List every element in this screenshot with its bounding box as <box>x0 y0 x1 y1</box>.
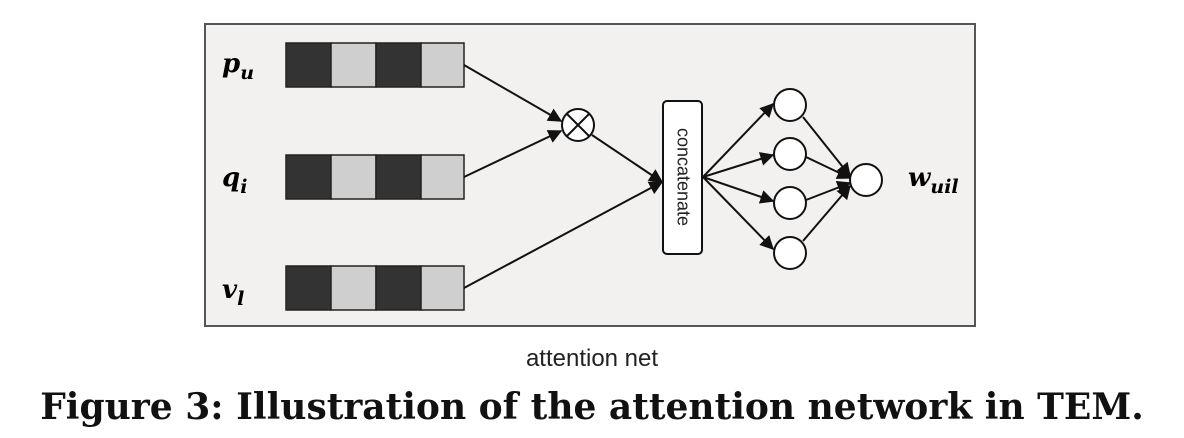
hidden-node <box>773 236 807 270</box>
elementwise-product-icon <box>561 108 595 142</box>
output-label-w-uil: wuil <box>908 163 959 198</box>
input-label-q-i: qi <box>222 163 247 198</box>
arrow-concat-to-hidden-1 <box>702 102 774 178</box>
attention-network-diagram: pu qi vl concatenate <box>204 23 976 327</box>
diagram-label: attention net <box>525 345 659 372</box>
embedding-vector-q-i <box>285 154 465 200</box>
embedding-vector-p-u <box>285 42 465 88</box>
concatenate-label: concatenate <box>673 128 693 226</box>
input-label-v-l: vl <box>222 275 244 310</box>
figure-caption: Figure 3: Illustration of the attention … <box>40 386 1144 428</box>
arrow-concat-to-hidden-3 <box>702 176 775 204</box>
output-node <box>849 163 883 197</box>
arrow-hidden-1-to-output <box>802 116 851 178</box>
hidden-node <box>773 186 807 220</box>
arrow-product-to-concat <box>591 134 664 183</box>
arrow-p-to-product <box>463 64 563 122</box>
arrow-hidden-4-to-output <box>802 184 851 242</box>
arrow-concat-to-hidden-4 <box>702 176 774 251</box>
arrow-q-to-product <box>463 130 563 178</box>
hidden-node <box>773 137 807 171</box>
embedding-vector-v-l <box>285 265 465 311</box>
arrow-v-to-concat <box>463 181 664 289</box>
hidden-node <box>773 88 807 122</box>
arrow-hidden-2-to-output <box>805 156 852 179</box>
concatenate-box <box>662 100 703 255</box>
arrow-concat-to-hidden-2 <box>702 152 775 178</box>
input-label-p-u: pu <box>222 49 254 84</box>
